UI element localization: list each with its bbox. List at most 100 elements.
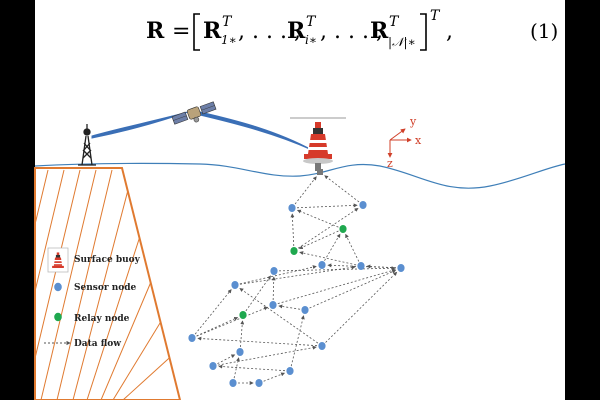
data-flow-link (290, 315, 305, 367)
seafloor-hatch-line (40, 169, 97, 400)
sensor-node (255, 379, 263, 387)
equation-item2-sup: T (306, 14, 317, 30)
legend-label-sensor: Sensor node (74, 283, 137, 293)
sensor-node (209, 362, 217, 370)
data-flow-link (298, 230, 339, 250)
seafloor-hatch-line (100, 269, 157, 400)
left-black-margin (0, 0, 35, 400)
data-flow-link (296, 209, 339, 228)
network-nodes (188, 169, 405, 387)
sensor-node (229, 379, 237, 387)
legend-sensor-icon (54, 282, 62, 292)
equation-item1-sub: 1∗ (221, 33, 237, 47)
data-flow-link (217, 354, 236, 365)
seafloor-hatch-line (86, 229, 143, 400)
right-black-margin (565, 0, 600, 400)
data-flow-link (278, 266, 396, 272)
equation-number: (1) (530, 19, 558, 43)
equation-item2-sub: i∗ (305, 33, 317, 47)
seafloor-hatch-line (35, 169, 65, 400)
data-flow-link (218, 364, 286, 372)
data-flow-link (345, 233, 360, 262)
seafloor-hatching (35, 169, 179, 400)
data-flow-link (271, 276, 276, 301)
sensor-node (270, 267, 278, 275)
seafloor-hatch-line (35, 169, 49, 400)
data-flow-link (324, 233, 341, 261)
seafloor-hatch-line (112, 309, 169, 400)
seafloor-hatch-line (122, 349, 179, 400)
data-flow-link (197, 336, 318, 347)
water-surface-wave (34, 162, 566, 189)
data-flow-link (325, 271, 398, 343)
equation-1: R = R T 1∗ , . . . , R T i∗ , . . . , R … (146, 8, 558, 51)
sensor-node (188, 334, 196, 342)
data-flow-link (233, 357, 240, 379)
seafloor-hatch-line (35, 169, 81, 400)
equation-outer-sup: T (430, 8, 441, 24)
axis-x-label: x (415, 134, 422, 147)
data-flow-link (278, 304, 301, 310)
data-flow-link (296, 203, 358, 209)
data-flow-link (294, 176, 317, 205)
seafloor (34, 167, 182, 400)
legend: Surface buoy Sensor node Relay node Data… (44, 247, 141, 349)
data-flow-link (239, 265, 317, 285)
sensor-node (236, 348, 244, 356)
legend-label-buoy: Surface buoy (74, 255, 141, 265)
axis-y-label: y (409, 115, 417, 128)
data-flow-link (277, 268, 396, 304)
equation-equals: = (172, 19, 190, 44)
data-flow-link (194, 289, 232, 335)
sensor-node (231, 281, 239, 289)
legend-label-flow: Data flow (74, 339, 121, 349)
sensor-node (318, 342, 326, 350)
relay-node (239, 311, 247, 319)
sensor-node (357, 262, 365, 270)
radio-tower-icon (78, 124, 96, 166)
legend-relay-icon (54, 312, 62, 322)
uwsn-figure: y x z Surface buoy (34, 101, 566, 400)
sensor-node (301, 306, 309, 314)
legend-item-sensor: Sensor node (54, 282, 137, 293)
left-bracket (193, 13, 200, 51)
data-flow-link (290, 213, 295, 247)
equation-comma: , (446, 19, 453, 44)
equation-lhs: R (146, 18, 165, 44)
data-flow-link (263, 372, 286, 382)
data-flow-link (239, 265, 356, 285)
data-flow-link (239, 288, 319, 344)
surface-buoy-icon (290, 117, 346, 171)
legend-item-relay: Relay node (54, 312, 130, 324)
legend-label-relay: Relay node (74, 314, 130, 324)
sensor-node (397, 264, 405, 272)
relay-node (339, 225, 347, 233)
sensor-node (288, 204, 296, 212)
legend-item-flow: Data flow (44, 339, 121, 349)
equation-item3-sub: |𝒩|∗ (388, 35, 416, 49)
data-flow-link (245, 275, 271, 312)
equation-item3-base: R (370, 18, 389, 44)
axis-z-label: z (387, 157, 393, 170)
relay-node (290, 247, 298, 255)
coordinate-axes: y x z (387, 115, 422, 170)
sensor-node (359, 201, 367, 209)
seafloor-hatch-line (56, 169, 113, 400)
data-flow-link (240, 320, 245, 348)
legend-buoy-icon (52, 252, 64, 268)
data-flow-link (366, 264, 397, 269)
data-flow-link (217, 345, 317, 366)
data-flow-link (299, 251, 357, 266)
sensor-node (269, 301, 277, 309)
data-flow-link (196, 306, 269, 337)
data-flow-link (309, 269, 397, 309)
data-flow-link (196, 317, 239, 337)
legend-item-buoy: Surface buoy (47, 247, 141, 273)
sensor-node (286, 367, 294, 375)
right-bracket (420, 13, 427, 51)
equation-sep1: , . . . , (238, 19, 301, 44)
equation-sep2: , . . . , (320, 19, 383, 44)
equation-item3-sup: T (389, 14, 400, 30)
seafloor-hatch-line (72, 189, 129, 400)
